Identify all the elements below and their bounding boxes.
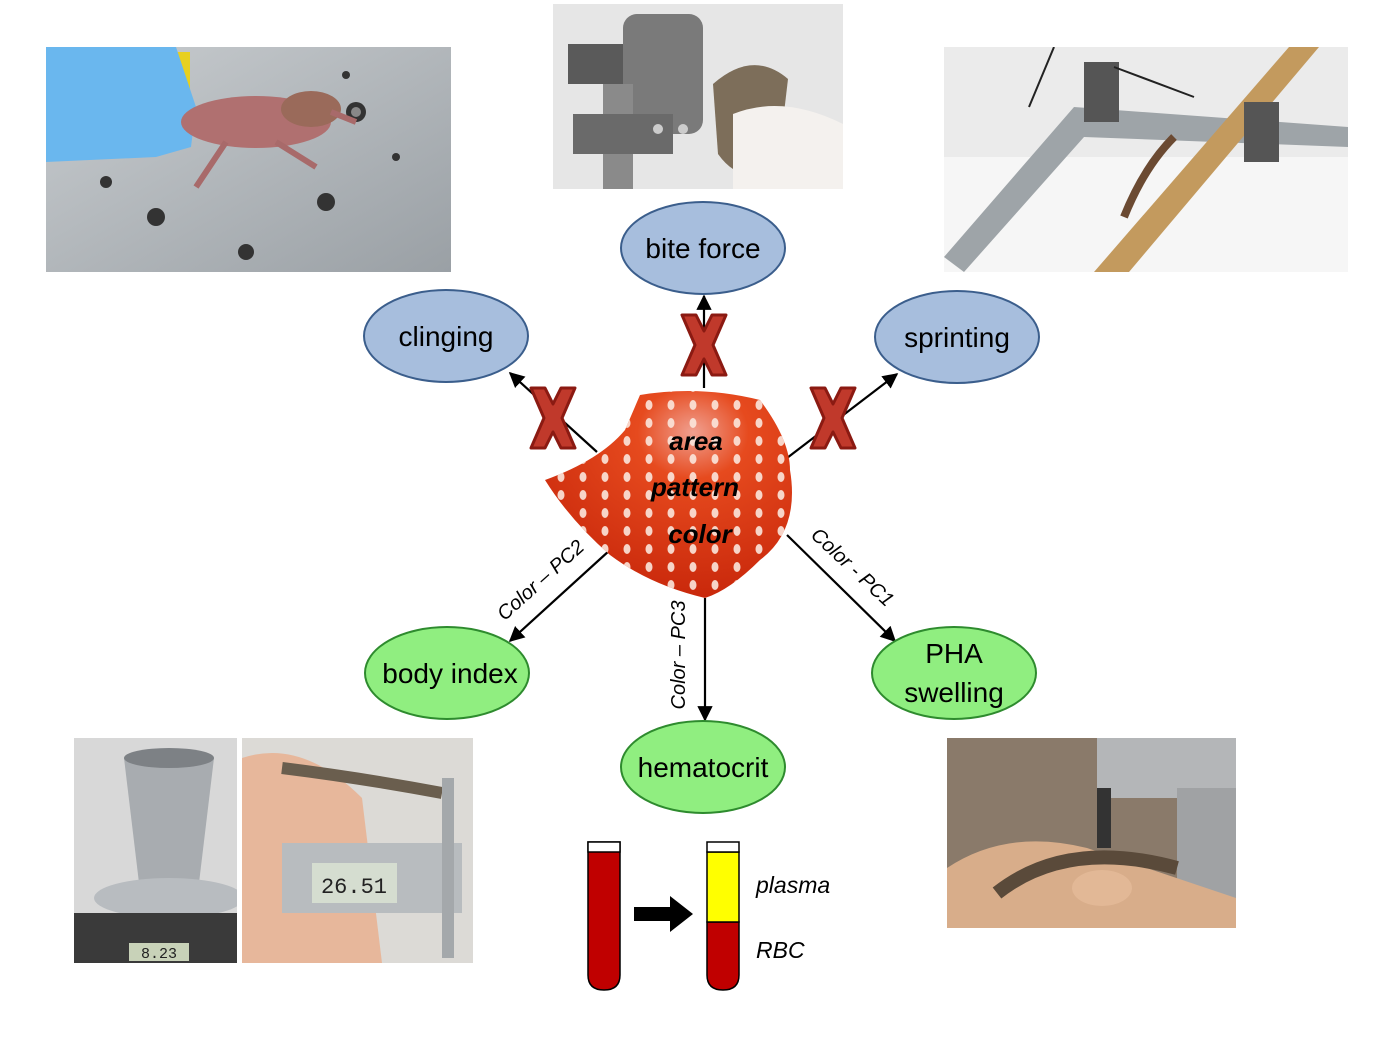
- node-sprinting: [874, 290, 1040, 384]
- caliper-readout: 26.51: [321, 875, 387, 900]
- bite-force-photo: [553, 4, 843, 189]
- blood-tube-icon: [587, 841, 621, 991]
- centrifuged-tube-icon: [706, 841, 740, 991]
- node-clinging: [363, 289, 529, 383]
- cross-icon: [529, 386, 577, 450]
- clinging-photo: [46, 47, 451, 272]
- scale-readout: 8.23: [141, 946, 177, 963]
- node-hematocrit-label: hematocrit: [638, 752, 769, 783]
- node-pha-swelling-label-line1: PHA: [925, 638, 983, 669]
- node-bite-force-label: bite force: [645, 233, 760, 264]
- node-hematocrit: [620, 720, 786, 814]
- arrow-to-pha-swelling: [786, 534, 897, 643]
- dewlap-image: [545, 391, 792, 598]
- edge-label-pc3: Color – PC3: [668, 601, 690, 710]
- arrow-right-icon: [634, 896, 693, 932]
- center-label-color: color: [668, 519, 733, 549]
- caliper-photo: 26.51: [242, 738, 473, 963]
- arrow-to-body-index: [508, 539, 622, 643]
- center-label-pattern: pattern: [650, 472, 739, 502]
- sprinting-photo: [944, 47, 1348, 272]
- plasma-label: plasma: [755, 872, 830, 898]
- node-pha-swelling: [871, 626, 1037, 720]
- pha-photo: [947, 738, 1236, 928]
- node-pha-swelling-label-line2: swelling: [904, 677, 1004, 708]
- scale-photo: 8.23: [74, 738, 237, 963]
- node-clinging-label: clinging: [399, 321, 494, 352]
- rbc-label: RBC: [756, 937, 805, 963]
- node-body-index-label: body index: [382, 658, 517, 689]
- center-label-area: area: [669, 426, 723, 456]
- node-bite-force: [620, 201, 786, 295]
- cross-icon: [809, 386, 857, 450]
- node-body-index: [364, 626, 530, 720]
- node-sprinting-label: sprinting: [904, 322, 1010, 353]
- cross-icon: [680, 313, 728, 377]
